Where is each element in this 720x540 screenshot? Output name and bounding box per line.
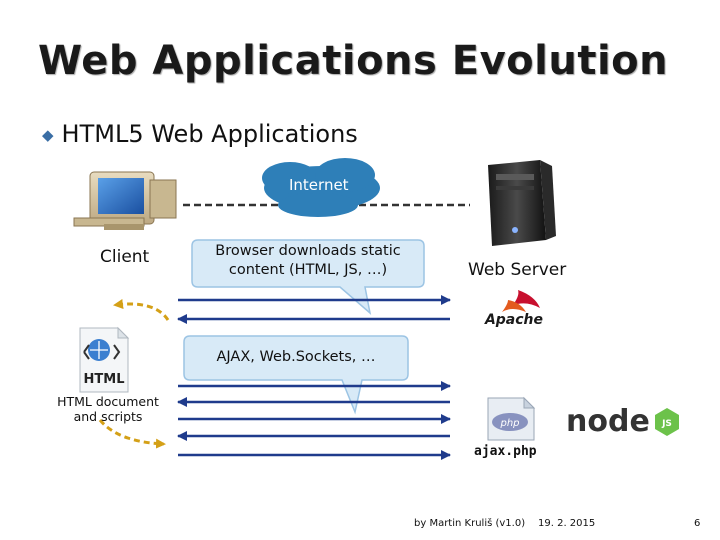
footer-page-number: 6 (694, 518, 700, 529)
html-document-icon: HTML (80, 328, 128, 392)
footer-author: by Martin Kruliš (v1.0) (414, 518, 525, 529)
server-label: Web Server (468, 260, 566, 280)
nodejs-logo-icon: node JS (566, 404, 679, 439)
svg-text:JS: JS (661, 419, 672, 429)
php-file-icon: php (488, 398, 534, 440)
dashed-curve-arrow-top (115, 304, 168, 320)
callout-ajax-text: AJAX, Web.Sockets, … (186, 348, 406, 367)
apache-text: Apache (484, 312, 543, 328)
footer-date: 19. 2. 2015 (538, 518, 595, 529)
internet-label: Internet (289, 176, 349, 194)
html-icon-text: HTML (84, 372, 125, 387)
client-label: Client (100, 247, 149, 267)
apache-logo-icon: Apache (484, 290, 543, 328)
client-computer-icon (74, 172, 176, 230)
php-icon-text: php (499, 418, 519, 429)
server-tower-icon (488, 160, 556, 246)
ajax-file-label: ajax.php (474, 444, 537, 459)
html-document-label: HTML document and scripts (48, 394, 168, 424)
node-text: node (566, 404, 650, 439)
callout-download-text: Browser downloads static content (HTML, … (198, 242, 418, 280)
